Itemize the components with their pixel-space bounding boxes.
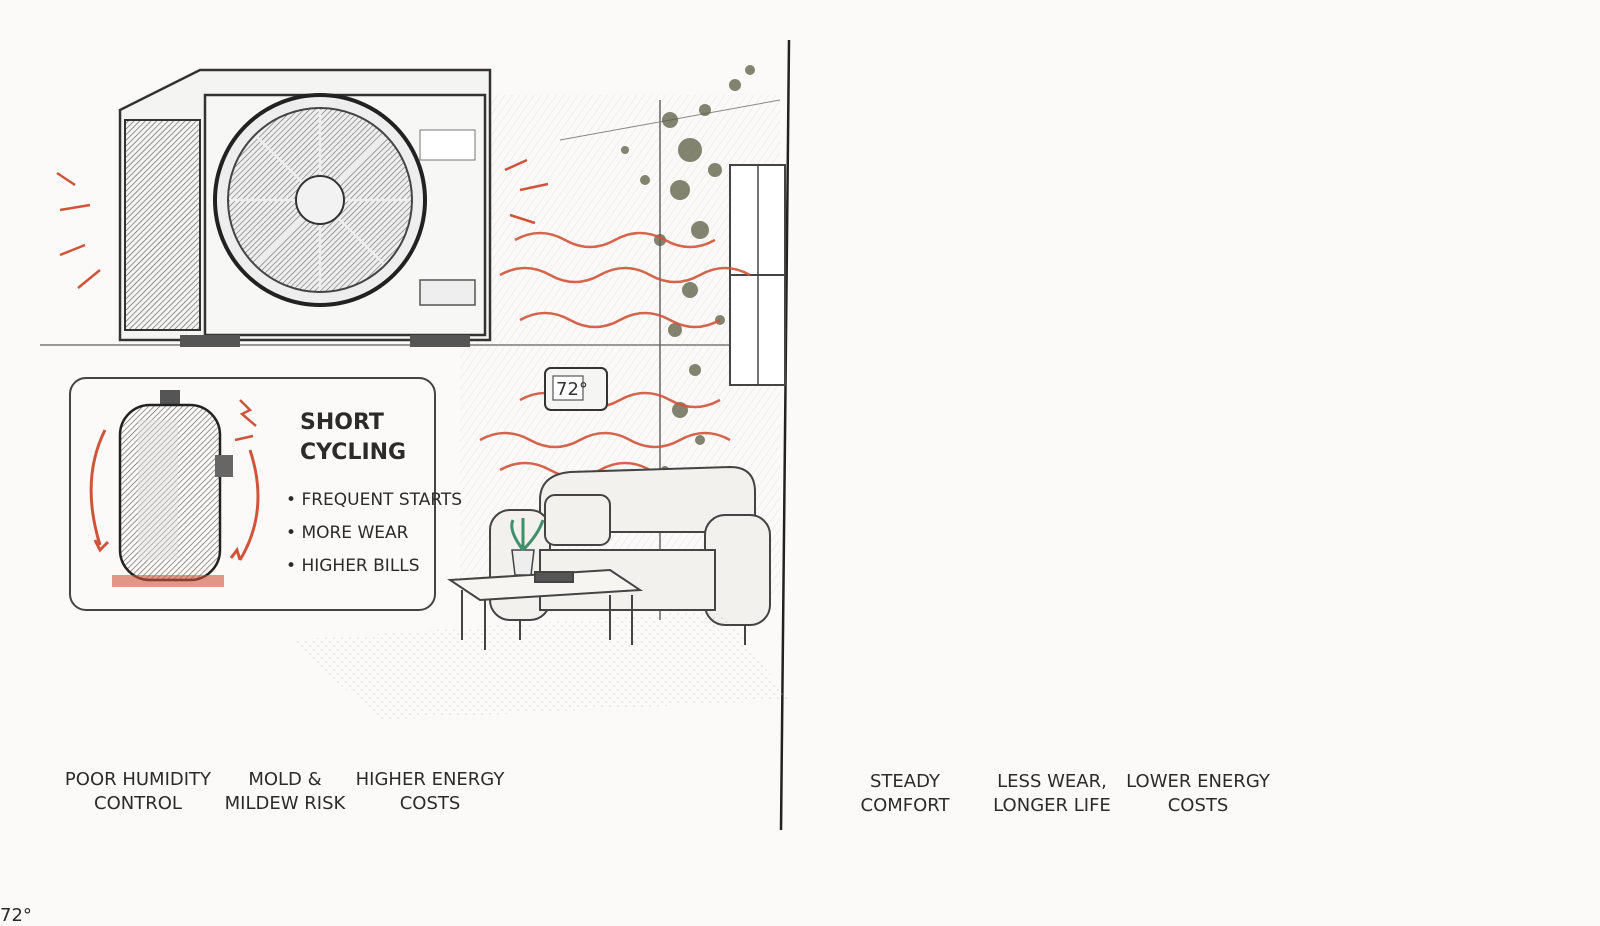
short-cycling-title: SHORT CYCLING: [300, 408, 406, 468]
benefit-label-line: STEADY: [870, 771, 940, 792]
effect-label-energy: HIGHER ENERGY COSTS: [345, 768, 515, 816]
benefit-label-line: LOWER ENERGY: [1126, 771, 1270, 792]
short-cycling-title-line1: SHORT: [300, 410, 384, 435]
spark-icon: [234, 399, 257, 442]
effect-label-line: HIGHER ENERGY: [355, 769, 505, 790]
thermostat-right: 72°: [0, 905, 32, 926]
plant-left: [510, 518, 545, 576]
effect-label-line: POOR HUMIDITY: [64, 769, 212, 790]
mold-spots: [621, 65, 755, 474]
benefit-label-wear: LESS WEAR, LONGER LIFE: [967, 770, 1137, 818]
window-left: [729, 164, 786, 386]
cycle-arrows: [89, 429, 260, 561]
bullet-item: FREQUENT STARTS: [286, 490, 462, 523]
short-cycling-bullets: FREQUENT STARTS MORE WEAR HIGHER BILLS: [286, 490, 462, 589]
effect-label-line: MILDEW RISK: [224, 793, 346, 814]
benefit-label-line: COSTS: [1167, 795, 1229, 816]
bullet-item: HIGHER BILLS: [286, 556, 462, 589]
effect-label-line: CONTROL: [94, 793, 182, 814]
benefit-label-comfort: STEADY COMFORT: [820, 770, 990, 818]
thermostat-left-reading: 72°: [556, 379, 588, 400]
illustration-stage: 72°: [0, 39, 791, 926]
coffee-table-left: [446, 568, 644, 650]
rug-left: [290, 610, 790, 720]
panel-divider: [779, 39, 791, 831]
thermostat-right-reading: 72°: [0, 905, 32, 926]
compressor-icon: [112, 390, 233, 587]
benefit-label-line: LONGER LIFE: [993, 795, 1111, 816]
benefit-label-line: COMFORT: [860, 795, 950, 816]
benefit-label-line: LESS WEAR,: [997, 771, 1107, 792]
bullet-item: MORE WEAR: [286, 523, 462, 556]
thermostat-left: 72°: [544, 367, 608, 411]
short-cycling-title-line2: CYCLING: [300, 440, 407, 465]
benefit-label-energy: LOWER ENERGY COSTS: [1113, 770, 1283, 818]
effect-label-line: COSTS: [399, 793, 461, 814]
left-scene: 72°: [40, 65, 790, 720]
effect-label-mold: MOLD & MILDEW RISK: [200, 768, 370, 816]
effect-label-humidity: POOR HUMIDITY CONTROL: [53, 768, 223, 816]
effect-label-line: MOLD &: [248, 769, 322, 790]
vibration-marks-left: [56, 158, 549, 289]
sketch-illustration: 72°: [40, 39, 791, 831]
ac-unit-left: [118, 68, 492, 347]
right-scene: 72°: [0, 905, 32, 926]
